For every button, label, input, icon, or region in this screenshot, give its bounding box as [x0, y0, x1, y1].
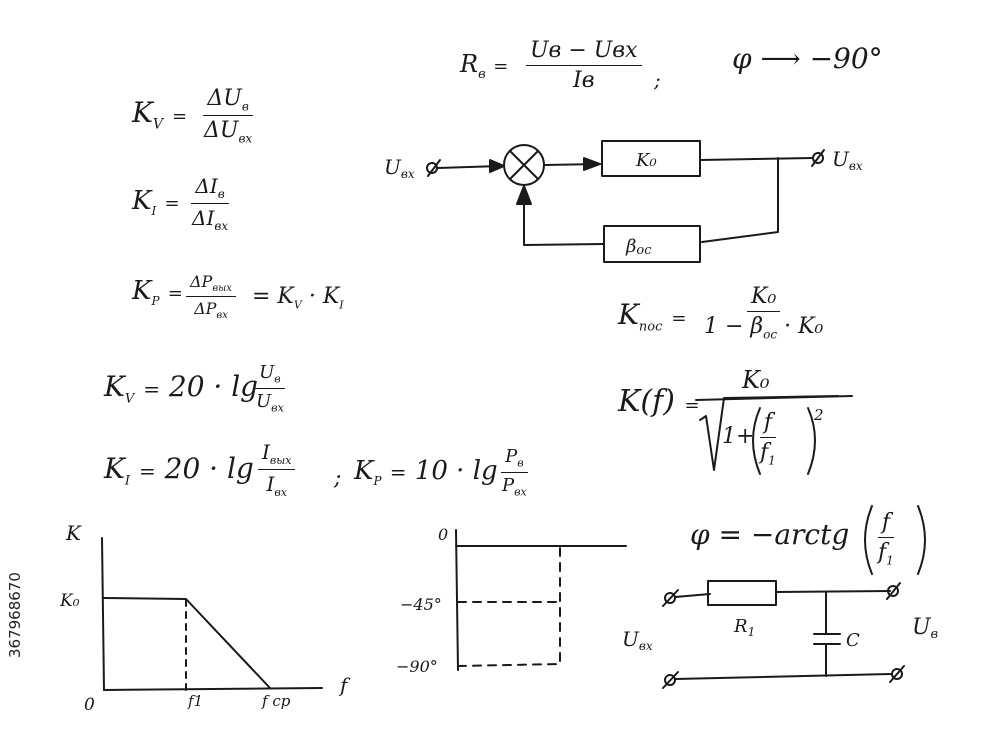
bd-beta-label: βос	[625, 236, 652, 258]
kv-definition-lhs: KV =	[132, 96, 188, 133]
feedback-arrow	[516, 185, 532, 205]
amplitude-chart	[101, 537, 323, 691]
rc-top-left-wire	[674, 593, 711, 598]
junction-to-k0-arrow	[583, 157, 601, 171]
phase-chart	[455, 529, 627, 671]
rc-in-top-slash	[662, 589, 679, 607]
feedback-bottom-line	[523, 189, 605, 246]
rc-output-label: Uв	[912, 615, 938, 642]
phase-tick-90: −90°	[396, 657, 438, 676]
phase-right-paren	[917, 505, 926, 575]
side-stock-id: 367968670	[6, 572, 24, 658]
amplitude-x-axis	[103, 687, 323, 691]
phase-formula-fraction: f f1	[877, 510, 894, 568]
kv-db-fraction: Uв Uвх	[255, 362, 285, 415]
k-of-f-inner-fraction: f f1	[759, 410, 776, 468]
kv-definition-fraction: ΔUв ΔUвх	[203, 86, 253, 146]
k-of-f-lhs: K(f) =	[618, 384, 700, 419]
feedback-right-line	[701, 157, 779, 243]
rc-input-label: Uвх	[622, 627, 653, 653]
rc-in-bottom-slash	[662, 671, 679, 689]
rc-circuit	[662, 580, 905, 689]
rin-fraction: Uв − Uвх Iв	[526, 38, 642, 93]
ki-db-fraction: Iвых Iвх	[258, 440, 296, 499]
kp-definition-lhs: KP =	[132, 276, 183, 309]
k-of-f-main-bar	[695, 395, 853, 401]
input-arrow	[489, 159, 505, 173]
k-of-f-exponent: 2	[814, 406, 824, 424]
k-of-f-left-paren	[752, 407, 761, 475]
rc-c-label: C	[846, 630, 860, 651]
bd-output-label: Uвх	[832, 147, 863, 173]
amp-origin-label: 0	[84, 695, 95, 715]
kp-definition-rhs: = KV · KI	[252, 284, 344, 312]
kp-db-lhs: KP = 10 · lg	[354, 456, 498, 489]
amp-fcp-label: f ср	[261, 692, 291, 710]
k-feedback-lhs: Kпос =	[618, 298, 687, 335]
block-diagram	[426, 140, 825, 263]
amp-level-label: K₀	[59, 591, 80, 611]
summing-cross-b	[509, 150, 539, 180]
rc-bottom-wire	[674, 673, 893, 680]
bd-input-label: Uвх	[384, 155, 415, 181]
k0-block	[601, 140, 701, 177]
radical-sign	[699, 395, 839, 471]
k-of-f-radicand: 1+	[722, 424, 755, 449]
k-of-f-right-paren	[807, 407, 816, 475]
amp-x-label: f	[338, 673, 351, 697]
k0-output-line	[699, 157, 813, 161]
ki-definition-fraction: ΔIв ΔIвх	[191, 174, 229, 233]
k-of-f-numerator: K₀	[742, 366, 770, 394]
input-terminal-slash	[427, 159, 441, 177]
rc-r1-label: R1	[733, 616, 755, 639]
rc-out-bottom-slash	[889, 665, 905, 683]
rin-lhs: Rв =	[460, 50, 509, 82]
bd-k0-label: K₀	[635, 150, 657, 171]
ki-db-lhs: KI = 20 · lg	[104, 452, 254, 489]
ki-db-separator: ;	[334, 466, 342, 491]
rin-separator: ;	[654, 68, 661, 92]
beta-block	[603, 225, 701, 263]
phase-90-guide	[457, 663, 561, 667]
phase-formula-lhs: φ = −arctg	[690, 518, 850, 551]
phase-left-paren	[864, 505, 873, 575]
amplitude-y-axis	[101, 537, 105, 691]
k-feedback-fraction: K₀ 1 − βос · K₀	[704, 284, 824, 342]
phase-tick-0: 0	[438, 525, 448, 544]
kp-definition-fraction: ΔPвых ΔPвх	[186, 272, 236, 321]
kp-db-fraction: Pв Pвх	[501, 446, 528, 499]
kv-db-lhs: KV = 20 · lg	[104, 370, 259, 407]
phase-y-axis	[455, 529, 459, 671]
phase-tick-45: −45°	[400, 595, 442, 614]
phase-limit: φ ⟶ −90°	[732, 42, 883, 75]
rc-out-top-slash	[886, 582, 901, 600]
amp-f1-label: f1	[187, 692, 203, 710]
amp-y-label: K	[65, 521, 82, 545]
output-terminal-slash	[811, 149, 825, 167]
ki-definition-lhs: KI =	[132, 186, 180, 219]
resistor-r1	[707, 580, 777, 606]
rc-top-right-wire	[775, 590, 891, 593]
